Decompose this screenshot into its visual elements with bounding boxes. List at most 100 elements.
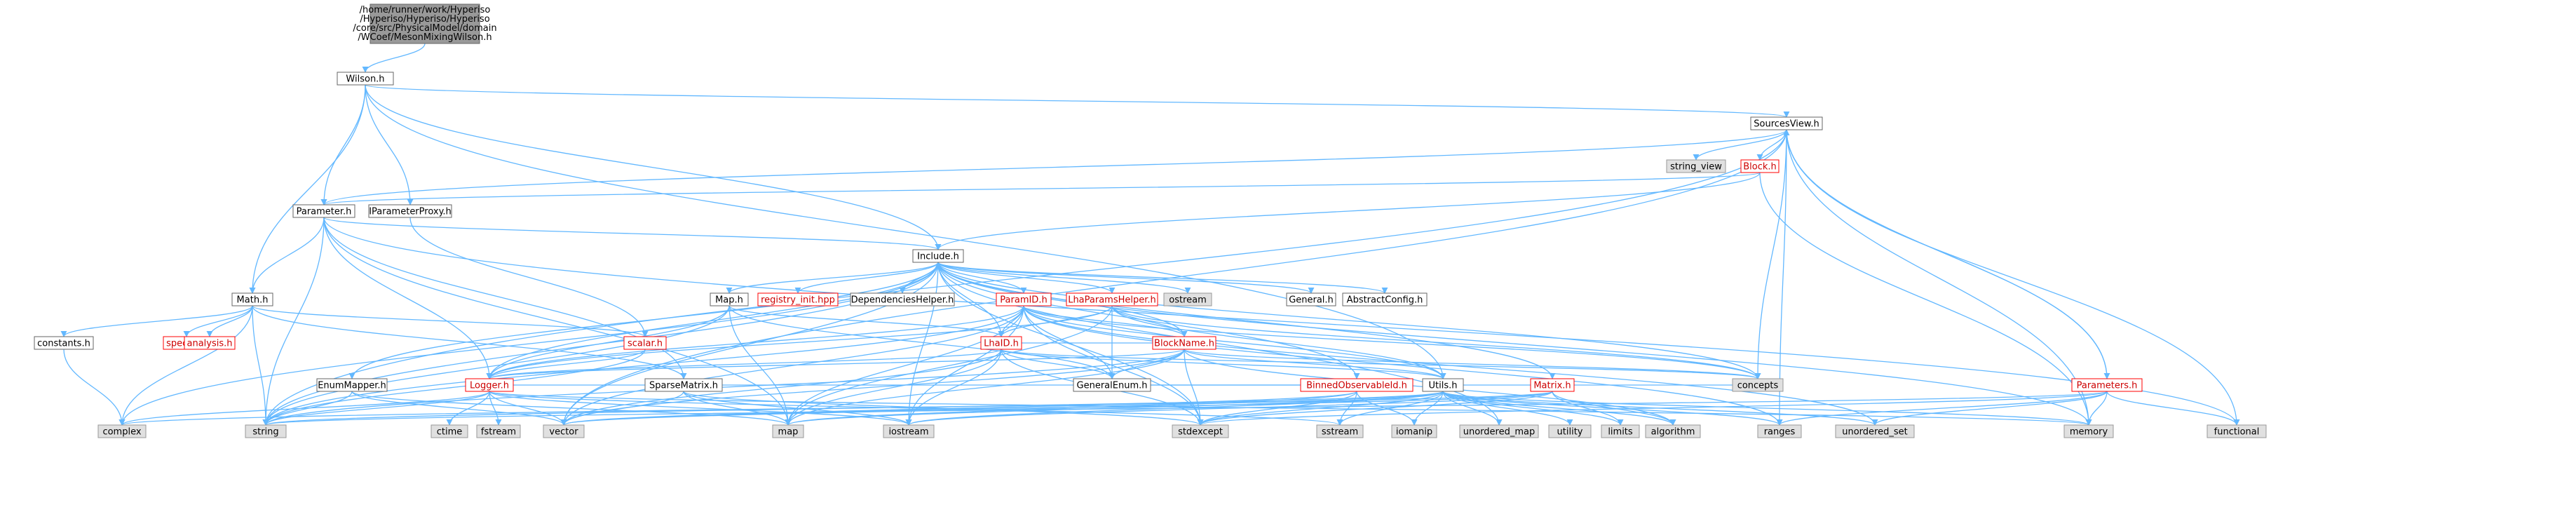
node-scalar[interactable]: scalar.h [623, 336, 667, 350]
edge-include-to-registry_init [794, 262, 939, 294]
node-box-enummapper [316, 378, 388, 392]
node-box-constants [34, 336, 94, 350]
node-label-logger: Logger.h [470, 381, 509, 391]
edge-logger-to-iostream [489, 391, 912, 426]
node-label-iomanip: iomanip [1396, 427, 1432, 438]
edge-block-to-parameter [321, 172, 1761, 205]
node-math[interactable]: Math.h [231, 292, 273, 306]
node-box-matrix [1530, 378, 1575, 392]
node-constants[interactable]: constants.h [34, 336, 94, 350]
node-block[interactable]: Block.h [1740, 159, 1780, 173]
edge-utils-to-sstream [1336, 391, 1444, 426]
node-label-unordered-map: unordered_map [1463, 427, 1536, 438]
node-string: string [245, 424, 287, 438]
root-label-line: /core/src/PhysicalModel/domain [353, 23, 496, 34]
edge-include-to-binned [937, 262, 1360, 379]
node-box-vector [543, 424, 585, 438]
edge-parameters-to-sourcesview [1783, 129, 2108, 379]
node-include[interactable]: Include.h [912, 249, 964, 263]
node-analysis[interactable]: analysis.h [184, 336, 236, 350]
nodes: /home/runner/work/Hyperiso/Hyperiso/Hype… [34, 4, 2267, 438]
node-matrix[interactable]: Matrix.h [1530, 378, 1575, 392]
edge-blockname-to-logger [486, 349, 1185, 379]
node-label-scalar: scalar.h [628, 339, 663, 349]
edge-lhaparams-to-utils [1111, 305, 1446, 379]
edge-matrix-to-vector [560, 391, 1553, 426]
edge-include-to-lhaparams [937, 262, 1116, 294]
node-box-wilson [337, 72, 394, 86]
node-logger[interactable]: Logger.h [465, 378, 514, 392]
node-label-string: string [252, 427, 278, 438]
node-utils[interactable]: Utils.h [1422, 378, 1464, 392]
node-general[interactable]: General.h [1286, 292, 1336, 306]
node-map-h[interactable]: Map.h [710, 292, 749, 306]
edge-utils-to-iomanip [1411, 391, 1444, 426]
node-label-algorithm: algorithm [1651, 427, 1695, 438]
edge-blockname-to-concepts [1184, 349, 1761, 379]
node-unordered-map: unordered_map [1459, 424, 1539, 438]
node-label-math: Math.h [237, 295, 269, 306]
edge-include-to-ostream [937, 262, 1191, 294]
node-box-parameter [292, 204, 355, 218]
node-paramid[interactable]: ParamID.h [996, 292, 1052, 306]
root-label-line: /WCoef/MesonMixingWilson.h [358, 32, 492, 43]
edge-blockname-to-utils [1184, 349, 1446, 379]
edge-lhaparams-to-map [785, 305, 1113, 426]
edge-parameter-to-functional [323, 217, 2240, 426]
node-label-enummapper: EnumMapper.h [318, 381, 386, 391]
node-box-iomanip [1391, 424, 1437, 438]
edge-sparsematrix-to-map [683, 391, 792, 426]
node-enummapper[interactable]: EnumMapper.h [316, 378, 388, 392]
root-label-line: /home/runner/work/Hyperiso [360, 5, 491, 15]
node-box-sstream [1316, 424, 1364, 438]
node-root[interactable]: /home/runner/work/Hyperiso/Hyperiso/Hype… [353, 4, 497, 44]
node-lhaparams[interactable]: LhaParamsHelper.h [1066, 292, 1158, 306]
node-box-utility [1548, 424, 1592, 438]
edge-scalar-to-string [262, 349, 646, 426]
node-box-map-h [710, 292, 749, 306]
node-registry-init[interactable]: registry_init.hpp [757, 292, 839, 306]
edge-paramid-to-iostream [905, 305, 1024, 426]
node-parameter[interactable]: Parameter.h [292, 204, 355, 218]
node-generalenum[interactable]: GeneralEnum.h [1073, 378, 1151, 392]
node-label-abstractconfig: AbstractConfig.h [1347, 295, 1423, 306]
edge-include-to-complex [118, 262, 939, 426]
node-label-ctime: ctime [437, 427, 463, 438]
edge-wilson-to-include [365, 84, 942, 250]
edge-math-to-complex [118, 305, 253, 426]
node-label-iparameterproxy: IParameterProxy.h [369, 207, 452, 217]
edge-blockname-to-generalenum [1109, 349, 1185, 379]
edge-lhaparams-to-logger [486, 305, 1113, 379]
edge-enummapper-to-map [351, 391, 792, 426]
node-abstractconfig[interactable]: AbstractConfig.h [1342, 292, 1428, 306]
node-binned[interactable]: BinnedObservableId.h [1300, 378, 1414, 392]
node-parameters[interactable]: Parameters.h [2071, 378, 2143, 392]
edge-include-to-iostream [905, 262, 939, 426]
node-sparsematrix[interactable]: SparseMatrix.h [644, 378, 723, 392]
node-iparameterproxy[interactable]: IParameterProxy.h [368, 204, 452, 218]
node-label-parameters: Parameters.h [2077, 381, 2138, 391]
node-blockname[interactable]: BlockName.h [1152, 336, 1216, 350]
node-memory: memory [2063, 424, 2114, 438]
edge-lhaparams-to-lhaid [998, 305, 1113, 337]
edge-utils-to-limits [1442, 391, 1624, 426]
node-label-map-h: Map.h [715, 295, 743, 306]
node-box-root [370, 4, 480, 44]
node-label-analysis: analysis.h [187, 339, 232, 349]
node-label-string-view: string_view [1670, 162, 1722, 173]
node-label-registry-init: registry_init.hpp [761, 295, 835, 306]
edge-map_h-to-string [262, 305, 730, 426]
node-box-map [772, 424, 804, 438]
node-dependencies[interactable]: DependenciesHelper.h [850, 292, 955, 306]
node-box-blockname [1152, 336, 1216, 350]
node-sourcesview[interactable]: SourcesView.h [1750, 116, 1823, 130]
node-label-sourcesview: SourcesView.h [1754, 119, 1819, 130]
edge-root-to-wilson [362, 43, 426, 73]
edge-parameter-to-string [262, 217, 325, 426]
edge-utils-to-map [785, 391, 1444, 426]
node-lhaid[interactable]: LhaID.h [980, 336, 1022, 350]
node-box-limits [1601, 424, 1640, 438]
node-wilson[interactable]: Wilson.h [337, 72, 394, 86]
edge-binned-to-stdexcept [1197, 391, 1357, 426]
edge-sourcesview-to-vector [560, 129, 1787, 426]
